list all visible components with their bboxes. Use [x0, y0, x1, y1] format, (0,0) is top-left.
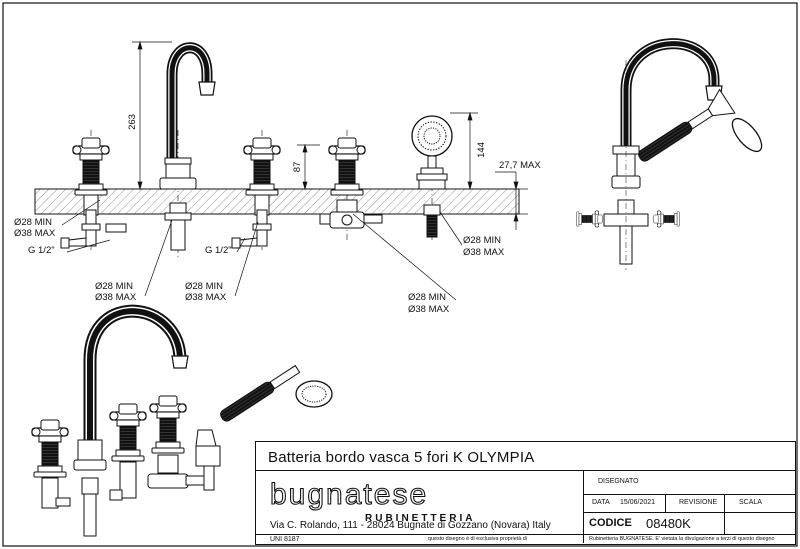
brand-subtitle: RUBINETTERIA	[365, 513, 476, 524]
data-value: 15/06/2021	[620, 499, 656, 506]
dim-handle-max: Ø38 MAX	[185, 292, 227, 303]
dim-144: 144	[476, 142, 487, 158]
standard-ref: UNI 8187	[270, 536, 300, 543]
side-view	[576, 38, 763, 270]
divider	[256, 470, 795, 471]
dim-thread-left: G 1/2"	[28, 245, 55, 256]
isometric-view	[31, 304, 333, 537]
codice-label: CODICE	[589, 517, 632, 529]
dim-thread-right: G 1/2"	[205, 245, 232, 256]
front-view: 263 87 144 27,7 MAX Ø28 MIN Ø38 MAX G 1/…	[14, 40, 541, 315]
dim-spout-min: Ø28 MIN	[95, 281, 133, 292]
hand-shower-front	[411, 115, 453, 238]
cross-handle-right	[231, 137, 281, 249]
dim-shower-min: Ø28 MIN	[463, 235, 501, 246]
divider	[256, 534, 795, 535]
cross-handle-left	[60, 137, 127, 249]
disclaimer-part-1: questo disegno è di esclusiva proprietà …	[428, 536, 527, 542]
dim-deck-max: 27,7 MAX	[499, 160, 541, 171]
divider	[583, 512, 795, 513]
dim-left-min: Ø28 MIN	[14, 217, 52, 228]
divider	[724, 494, 725, 534]
disclaimer-part-2: Rubinetteria BUGNATESE. E' vietata la di…	[589, 536, 775, 542]
drawing-title: Batteria bordo vasca 5 fori K OLYMPIA	[268, 449, 535, 466]
title-block: Batteria bordo vasca 5 fori K OLYMPIA bu…	[255, 441, 796, 545]
data-label: DATA	[592, 499, 610, 506]
company-address: Via C. Rolando, 111 - 28024 Bugnate di G…	[270, 520, 551, 531]
brand-name: bugnatese	[269, 477, 429, 511]
dim-shower-max: Ø38 MAX	[463, 247, 505, 258]
dim-diverter-min: Ø28 MIN	[408, 292, 446, 303]
divider	[583, 494, 795, 495]
divider	[583, 470, 584, 543]
disegnato-label: DISEGNATO	[598, 478, 639, 485]
dim-spout-max: Ø38 MAX	[95, 292, 137, 303]
dim-handle-min: Ø28 MIN	[185, 281, 223, 292]
dim-263: 263	[127, 114, 138, 130]
dim-diverter-max: Ø38 MAX	[408, 304, 450, 315]
spout-front	[159, 42, 216, 251]
scala-label: SCALA	[739, 499, 762, 506]
dim-left-max: Ø38 MAX	[14, 228, 56, 239]
brand-logo: bugnatese RUBINETTERIA	[269, 477, 472, 524]
revisione-label: REVISIONE	[679, 499, 718, 506]
dim-87: 87	[292, 162, 303, 173]
diverter-valve	[319, 137, 383, 229]
divider	[665, 494, 666, 512]
codice-value: 08480K	[646, 516, 691, 531]
